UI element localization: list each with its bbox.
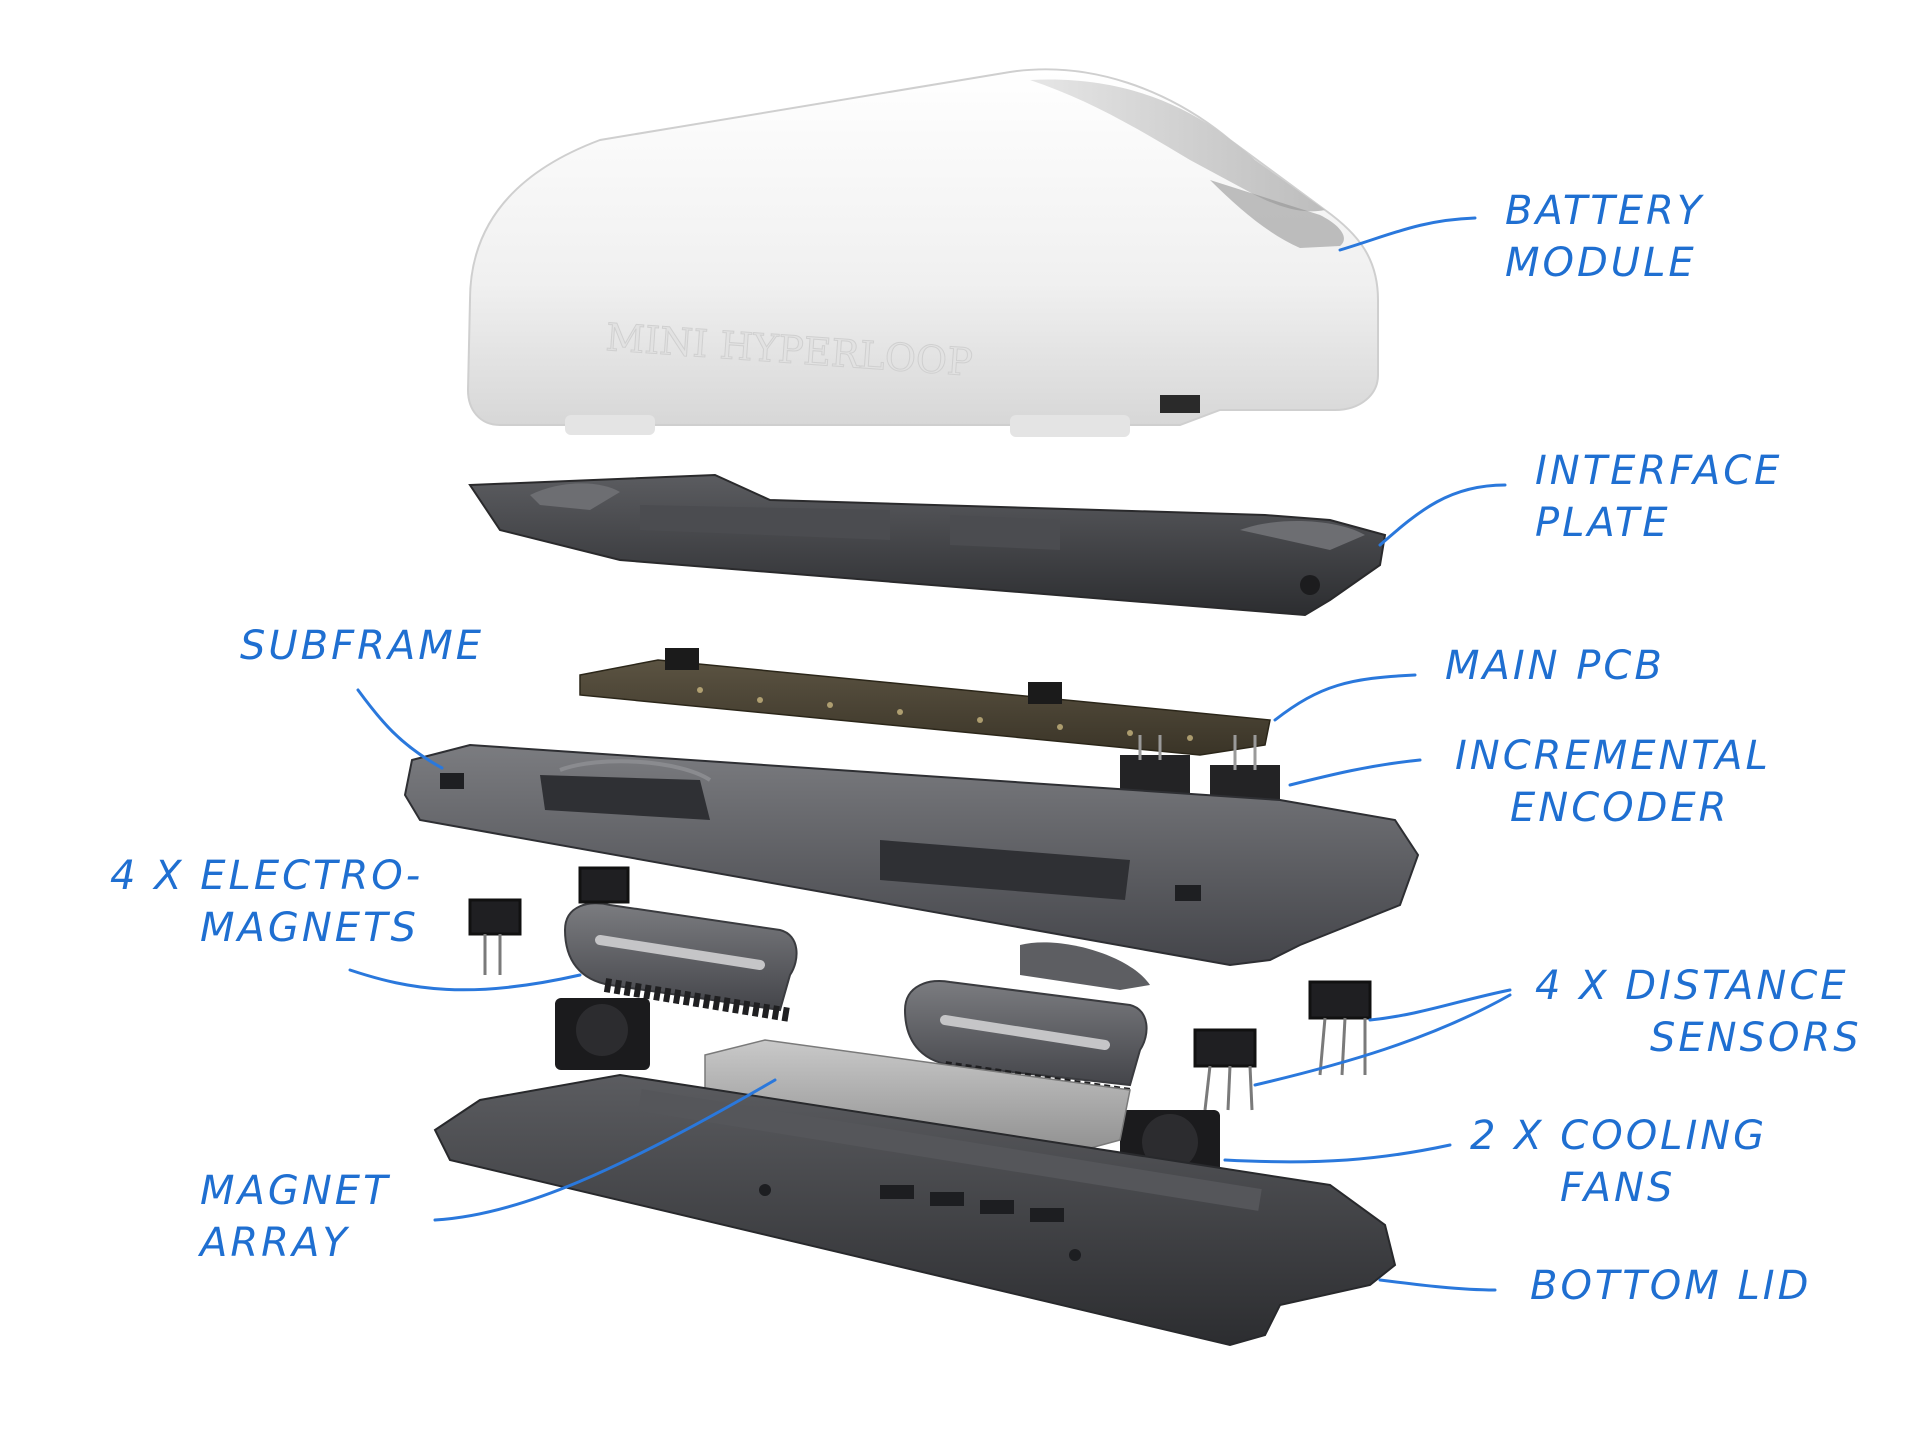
- leader-magnet-array: [433, 1078, 777, 1222]
- label-interface-plate: INTERFACE PLATE: [1535, 448, 1783, 546]
- leader-lines: [348, 216, 1512, 1292]
- distance-sensor: [468, 866, 1372, 1111]
- label-bottom-lid: BOTTOM LID: [1530, 1263, 1812, 1309]
- leader-bottom-lid: [1378, 1278, 1497, 1292]
- battery-module: MINI HYPERLOOP: [466, 68, 1379, 437]
- bottom-lid: [433, 1073, 1397, 1347]
- leader-distance-sensors-b: [1253, 993, 1512, 1087]
- label-incremental-encoder: INCREMENTAL ENCODER: [1455, 733, 1771, 831]
- label-electromagnets: 4 x ELECTRO- MAGNETS: [110, 853, 424, 951]
- leader-incremental-encoder: [1288, 758, 1422, 787]
- leader-cooling-fans: [1223, 1143, 1452, 1164]
- leader-electromagnets: [348, 968, 582, 992]
- leader-interface-plate: [1378, 483, 1507, 547]
- leader-subframe: [356, 688, 444, 770]
- label-battery-module: BATTERY MODULE: [1505, 188, 1705, 286]
- interface-plate: [468, 473, 1387, 617]
- label-subframe: SUBFRAME: [240, 623, 485, 669]
- leader-distance-sensors-a: [1368, 988, 1512, 1022]
- label-magnet-array: MAGNET ARRAY: [200, 1168, 391, 1266]
- label-cooling-fans: 2 x COOLING FANS: [1470, 1113, 1768, 1211]
- label-distance-sensors: 4 x DISTANCE SENSORS: [1535, 963, 1862, 1061]
- leader-battery-module: [1338, 216, 1477, 252]
- subframe: [403, 743, 1420, 967]
- electromagnet-left: [563, 902, 798, 1022]
- leader-main-pcb: [1273, 673, 1417, 722]
- label-main-pcb: MAIN PCB: [1445, 643, 1665, 689]
- main-pcb: [579, 648, 1271, 756]
